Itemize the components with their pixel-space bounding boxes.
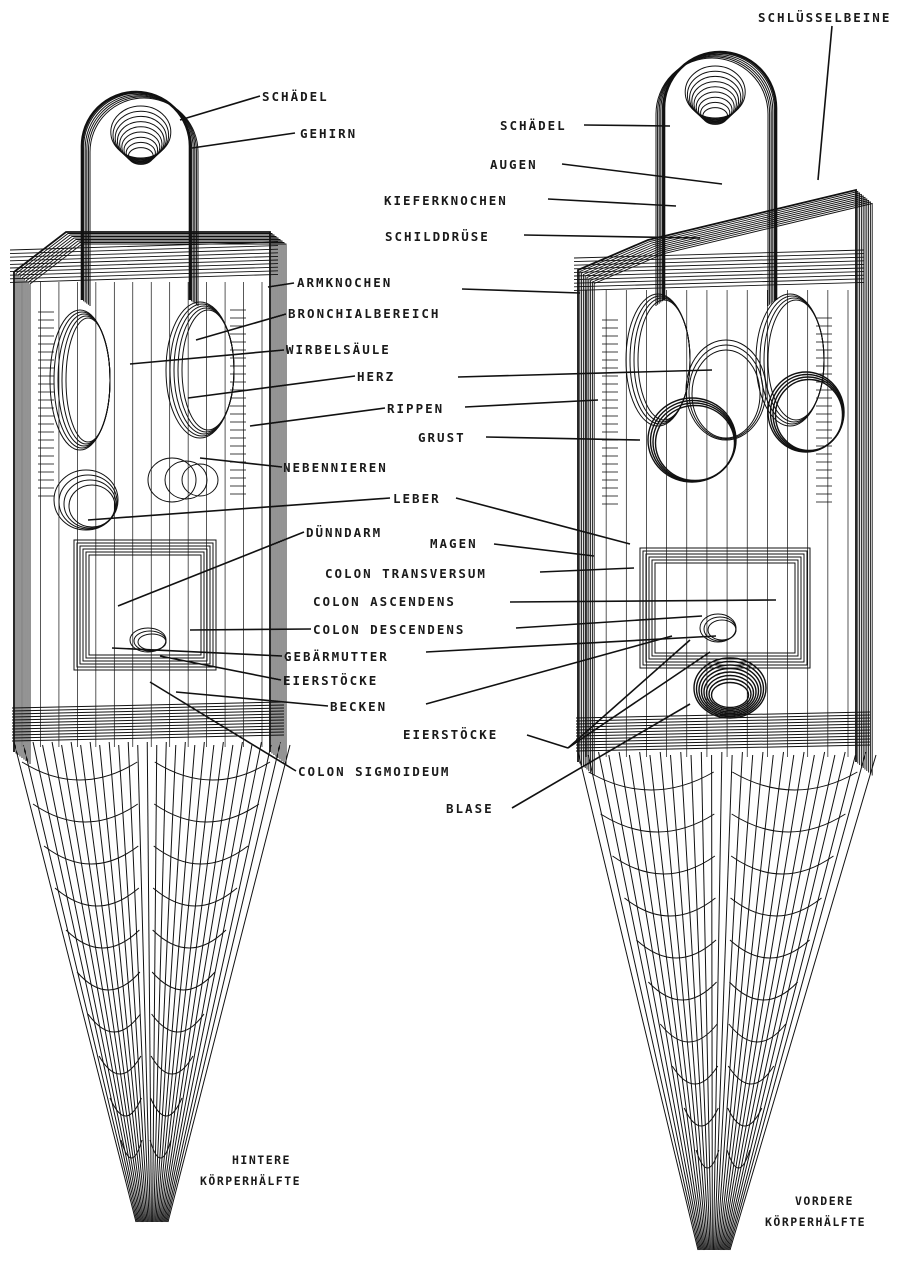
label-back-gehirn: GEHIRN (300, 126, 357, 141)
label-colon-ascendens: COLON ASCENDENS (313, 594, 456, 609)
label-back-eierstoecke: EIERSTÖCKE (283, 673, 378, 688)
label-colon-transversum: COLON TRANSVERSUM (325, 566, 487, 581)
label-augen: AUGEN (490, 157, 538, 172)
caption-front-line1: VORDERE (795, 1194, 854, 1208)
label-becken: BECKEN (330, 699, 387, 714)
leader-lines (88, 26, 832, 808)
label-leber: LEBER (393, 491, 441, 506)
label-schluesselbeine: SCHLÜSSELBEINE (758, 10, 891, 25)
label-nebennieren: NEBENNIEREN (283, 460, 388, 475)
label-wirbelsaeule: WIRBELSÄULE (286, 342, 391, 357)
caption-front-line2: KÖRPERHÄLFTE (765, 1214, 866, 1229)
label-magen: MAGEN (430, 536, 478, 551)
label-bronchialbereich: BRONCHIALBEREICH (288, 306, 440, 321)
label-front-schaedel: SCHÄDEL (500, 118, 567, 133)
label-colon-sigmoideum: COLON SIGMOIDEUM (298, 764, 450, 779)
label-grust: GRUST (418, 430, 466, 445)
label-kieferknochen: KIEFERKNOCHEN (384, 193, 508, 208)
label-back-schaedel: SCHÄDEL (262, 89, 329, 104)
label-gebaermutter: GEBÄRMUTTER (284, 649, 389, 664)
label-blase: BLASE (446, 801, 494, 816)
caption-back-line2: KÖRPERHÄLFTE (200, 1173, 301, 1188)
label-herz: HERZ (357, 369, 395, 384)
label-front-eierstoecke: EIERSTÖCKE (403, 727, 498, 742)
label-colon-descendens: COLON DESCENDENS (313, 622, 465, 637)
label-rippen: RIPPEN (387, 401, 444, 416)
caption-back-line1: HINTERE (232, 1153, 291, 1167)
label-duenndarm: DÜNNDARM (306, 525, 382, 540)
label-armknochen: ARMKNOCHEN (297, 275, 392, 290)
label-schilddruese: SCHILDDRÜSE (385, 229, 490, 244)
